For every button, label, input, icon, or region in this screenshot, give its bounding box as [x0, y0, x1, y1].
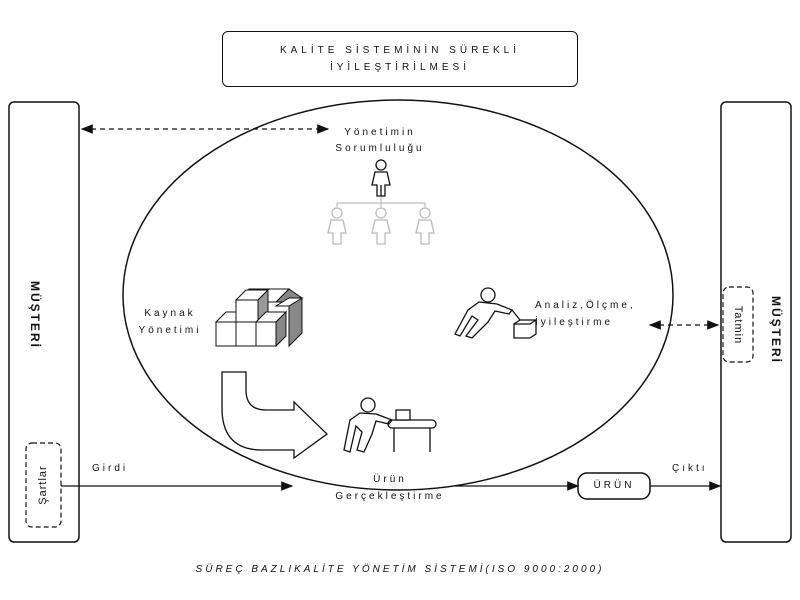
manager-icon — [371, 159, 391, 197]
production-worker-icon — [343, 397, 437, 453]
customer-right-label: MÜŞTERİ — [769, 296, 783, 364]
management-responsibility-label: Yönetimin Sorumluluğu — [335, 127, 425, 154]
analysis-label: Analiz,Ölçme, İyileştirme — [535, 300, 636, 328]
product-label: ÜRÜN — [593, 480, 635, 491]
resource-management-label: Kaynak Yönetimi — [138, 308, 202, 336]
satisfaction-box — [722, 286, 754, 363]
staff-icon-2 — [371, 207, 391, 245]
output-label: Çıktı — [672, 463, 708, 474]
staff-icon-1 — [327, 207, 347, 245]
satisfaction-label: Tatmin — [732, 305, 744, 345]
inspector-icon — [454, 287, 537, 339]
customer-left-label: MÜŞTERİ — [28, 281, 42, 349]
staff-icon-3 — [415, 207, 435, 245]
resource-blocks-icon — [214, 288, 304, 348]
diagram-caption: SÜREÇ BAZLIKALİTE YÖNETİM SİSTEMİ(ISO 90… — [195, 564, 605, 575]
product-realization-label: Ürün Gerçekleştirme — [335, 474, 445, 502]
flow-arrow — [221, 371, 329, 460]
requirements-box — [25, 442, 62, 528]
product-box — [577, 472, 651, 500]
customer-box-right — [720, 101, 792, 543]
customer-box-left — [8, 101, 80, 543]
title-box: KALİTE SİSTEMİNİN SÜREKLİ İYİLEŞTİRİLMES… — [222, 31, 578, 87]
title-line-2: İYİLEŞTİRİLMESİ — [329, 62, 471, 73]
process-ellipse — [122, 99, 674, 491]
requirements-label: Şartlar — [37, 465, 49, 505]
input-label: Girdi — [92, 463, 129, 474]
org-chart-lines — [336, 197, 426, 207]
title-line-1: KALİTE SİSTEMİNİN SÜREKLİ — [279, 45, 521, 56]
